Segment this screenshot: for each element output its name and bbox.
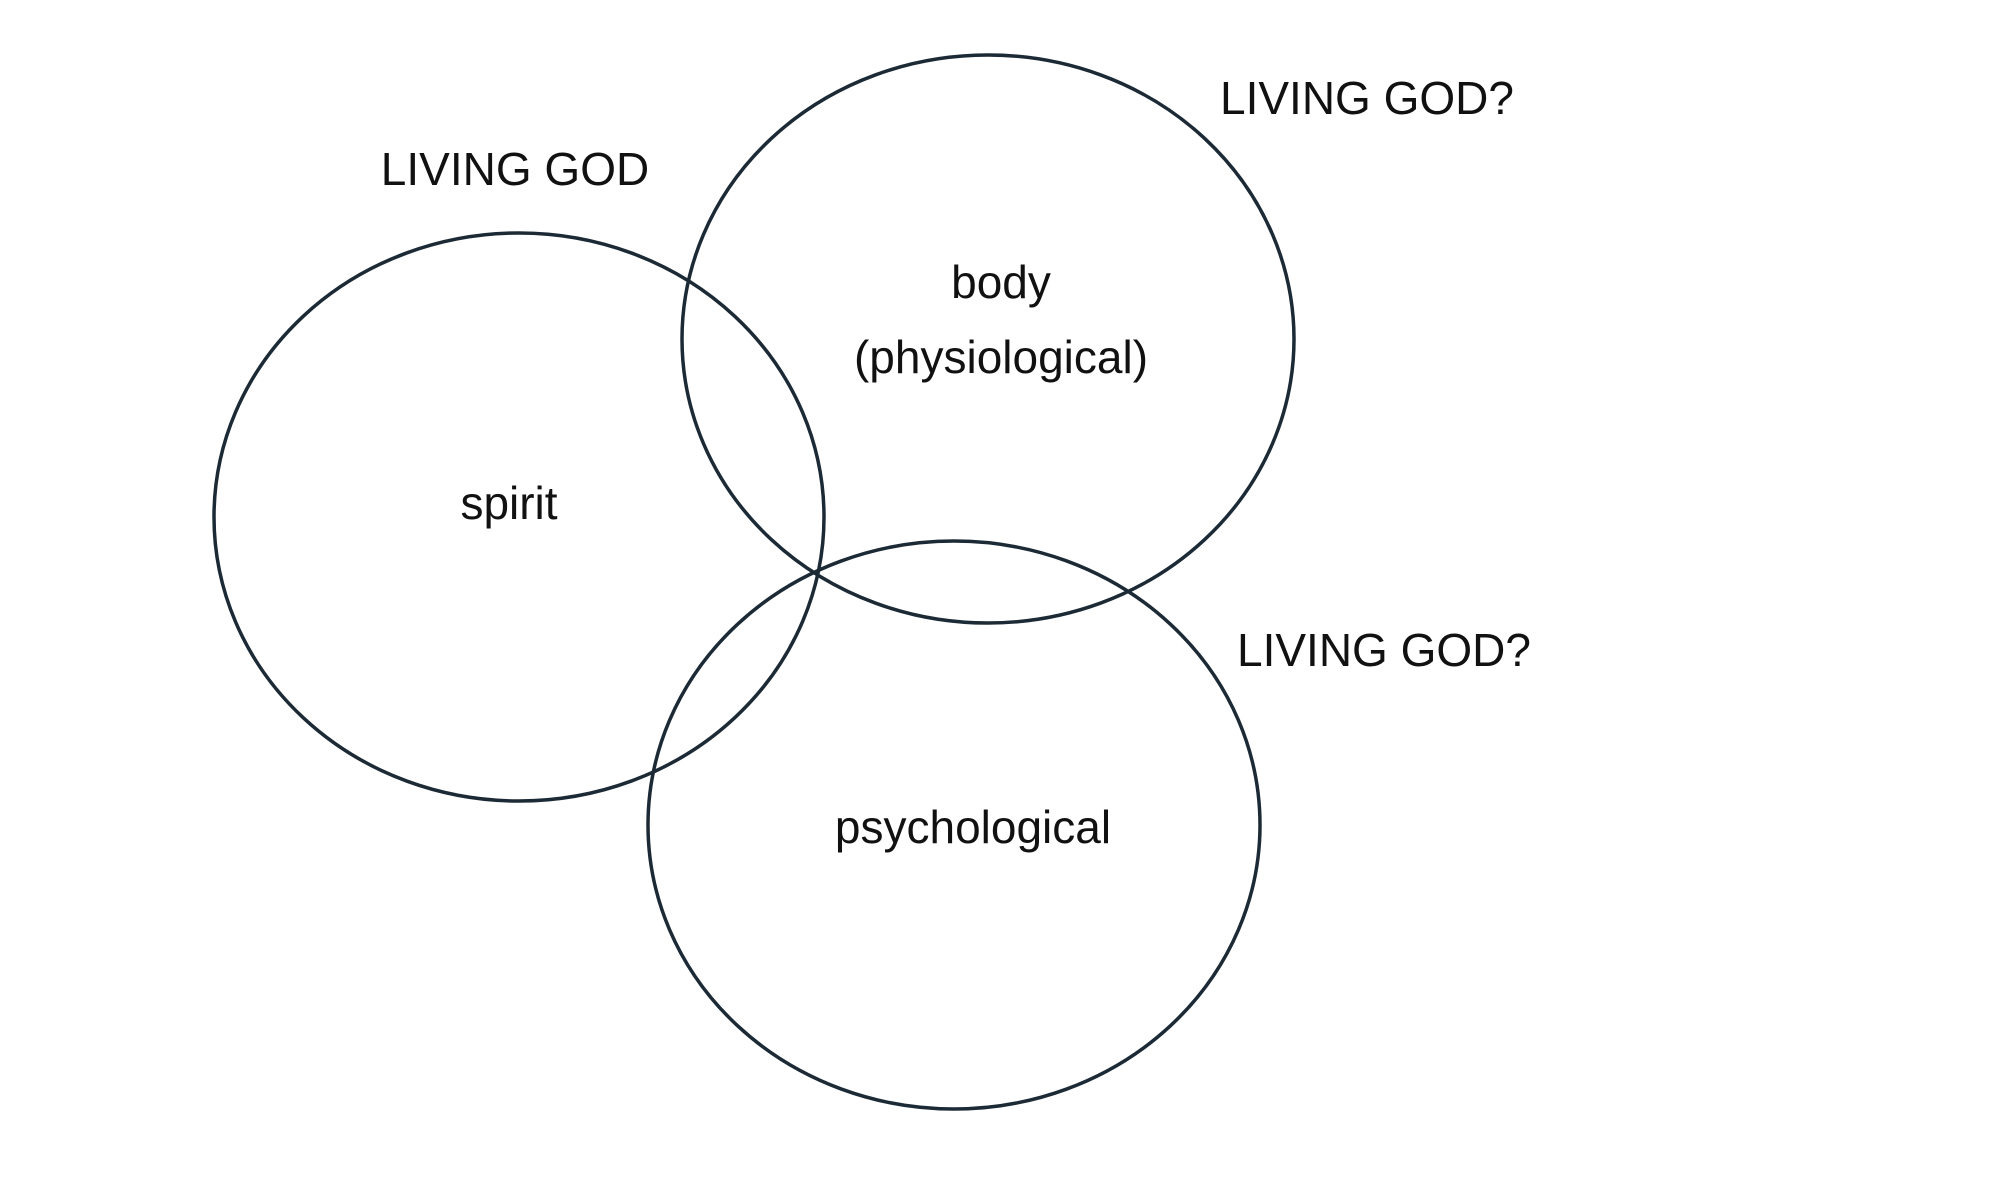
body-annotation: LIVING GOD? [1220, 72, 1514, 124]
psychological-annotation: LIVING GOD? [1237, 624, 1531, 676]
spirit-circle [212, 231, 826, 803]
psychological-label: psychological [834, 801, 1112, 853]
body-sublabel: (physiological) [853, 331, 1149, 383]
psychological-circle [646, 539, 1262, 1111]
body-circle [680, 53, 1296, 625]
body-label: body [951, 256, 1051, 308]
spirit-label: spirit [460, 477, 558, 529]
spirit-annotation: LIVING GOD [380, 143, 650, 195]
